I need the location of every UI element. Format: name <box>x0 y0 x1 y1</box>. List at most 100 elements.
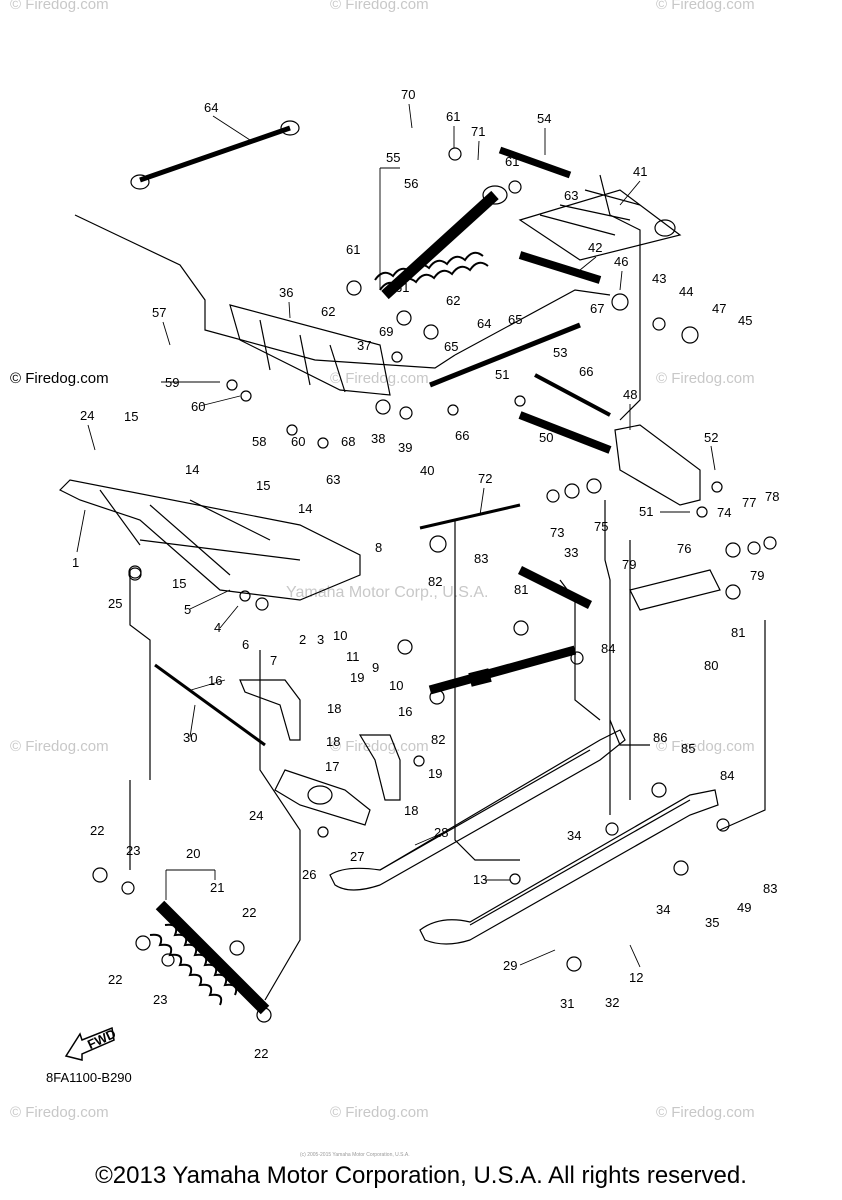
callout-61: 61 <box>446 109 460 124</box>
callout-40: 40 <box>420 463 434 478</box>
callout-23b: 23 <box>153 992 167 1007</box>
callout-79b: 79 <box>750 568 764 583</box>
watermark-center-mid: © Firedog.com <box>330 370 429 387</box>
watermark-left-low: © Firedog.com <box>10 738 109 755</box>
callout-60: 60 <box>191 399 205 414</box>
callout-21: 21 <box>210 880 224 895</box>
watermark-bottom-center: © Firedog.com <box>330 1104 429 1121</box>
callout-6: 6 <box>242 637 249 652</box>
callout-31: 31 <box>560 996 574 1011</box>
callout-66b: 66 <box>455 428 469 443</box>
callout-15b: 15 <box>256 478 270 493</box>
callout-4: 4 <box>214 620 221 635</box>
copyright-footer: ©2013 Yamaha Motor Corporation, U.S.A. A… <box>95 1162 747 1189</box>
callout-58: 58 <box>252 434 266 449</box>
callout-42: 42 <box>588 240 602 255</box>
callout-50: 50 <box>539 430 553 445</box>
callout-82b: 82 <box>431 732 445 747</box>
callout-62: 62 <box>446 293 460 308</box>
callout-56: 56 <box>404 176 418 191</box>
callout-67: 67 <box>590 301 604 316</box>
callout-28: 28 <box>434 825 448 840</box>
callout-47: 47 <box>712 301 726 316</box>
callout-10b: 10 <box>389 678 403 693</box>
callout-81: 81 <box>514 582 528 597</box>
callout-68: 68 <box>341 434 355 449</box>
forward-direction-icon: FWD <box>62 1020 122 1071</box>
callout-3: 3 <box>317 632 324 647</box>
callout-63b: 63 <box>326 472 340 487</box>
callout-22b: 22 <box>242 905 256 920</box>
callout-70: 70 <box>401 87 415 102</box>
callout-62b: 62 <box>321 304 335 319</box>
callout-34b: 34 <box>656 902 670 917</box>
callout-72: 72 <box>478 471 492 486</box>
callout-44: 44 <box>679 284 693 299</box>
callout-8: 8 <box>375 540 382 555</box>
callout-5: 5 <box>184 602 191 617</box>
callout-83b: 83 <box>763 881 777 896</box>
callout-63: 63 <box>564 188 578 203</box>
callout-33: 33 <box>564 545 578 560</box>
callout-35: 35 <box>705 915 719 930</box>
callout-39: 39 <box>398 440 412 455</box>
callout-74: 74 <box>717 505 731 520</box>
callout-54: 54 <box>537 111 551 126</box>
callout-16: 16 <box>208 673 222 688</box>
callout-83: 83 <box>474 551 488 566</box>
callout-32: 32 <box>605 995 619 1010</box>
callout-14: 14 <box>185 462 199 477</box>
callout-61c: 61 <box>346 242 360 257</box>
callout-65b: 65 <box>444 339 458 354</box>
callout-61d: 61 <box>395 280 409 295</box>
watermark-bottom-right: © Firedog.com <box>656 1104 755 1121</box>
callout-18c: 18 <box>404 803 418 818</box>
callout-82: 82 <box>428 574 442 589</box>
callout-22c: 22 <box>108 972 122 987</box>
callout-19: 19 <box>350 670 364 685</box>
callout-53: 53 <box>553 345 567 360</box>
callout-61b: 61 <box>505 154 519 169</box>
callout-20: 20 <box>186 846 200 861</box>
callout-45: 45 <box>738 313 752 328</box>
callout-66: 66 <box>579 364 593 379</box>
callout-17: 17 <box>325 759 339 774</box>
callout-85: 85 <box>681 741 695 756</box>
callout-52: 52 <box>704 430 718 445</box>
watermark-bottom-left: © Firedog.com <box>10 1104 109 1121</box>
callout-24: 24 <box>80 408 94 423</box>
callout-13: 13 <box>473 872 487 887</box>
callout-48: 48 <box>623 387 637 402</box>
callout-51b: 51 <box>639 504 653 519</box>
callout-2: 2 <box>299 632 306 647</box>
watermark-top-right: © Firedog.com <box>656 0 755 13</box>
callout-18: 18 <box>327 701 341 716</box>
watermark-top-center: © Firedog.com <box>330 0 429 13</box>
callout-12: 12 <box>629 970 643 985</box>
callout-15: 15 <box>124 409 138 424</box>
callout-49: 49 <box>737 900 751 915</box>
callout-71: 71 <box>471 124 485 139</box>
watermark-right-low: © Firedog.com <box>656 738 755 755</box>
watermark-left-mid: © Firedog.com <box>10 370 109 387</box>
callout-25: 25 <box>108 596 122 611</box>
callout-59: 59 <box>165 375 179 390</box>
callout-84: 84 <box>601 641 615 656</box>
callout-26: 26 <box>302 867 316 882</box>
callout-64b: 64 <box>477 316 491 331</box>
callout-77: 77 <box>742 495 756 510</box>
callout-15c: 15 <box>172 576 186 591</box>
fwd-label: FWD <box>85 1026 118 1052</box>
callout-19b: 19 <box>428 766 442 781</box>
diagram-code: 8FA1100-B290 <box>46 1070 132 1085</box>
callout-14b: 14 <box>298 501 312 516</box>
callout-64: 64 <box>204 100 218 115</box>
callout-46: 46 <box>614 254 628 269</box>
callout-65: 65 <box>508 312 522 327</box>
callout-22: 22 <box>90 823 104 838</box>
watermark-center-brand: Yamaha Motor Corp., U.S.A. <box>286 584 489 601</box>
callout-30: 30 <box>183 730 197 745</box>
callout-29: 29 <box>503 958 517 973</box>
watermark-center-low: © Firedog.com <box>330 738 429 755</box>
